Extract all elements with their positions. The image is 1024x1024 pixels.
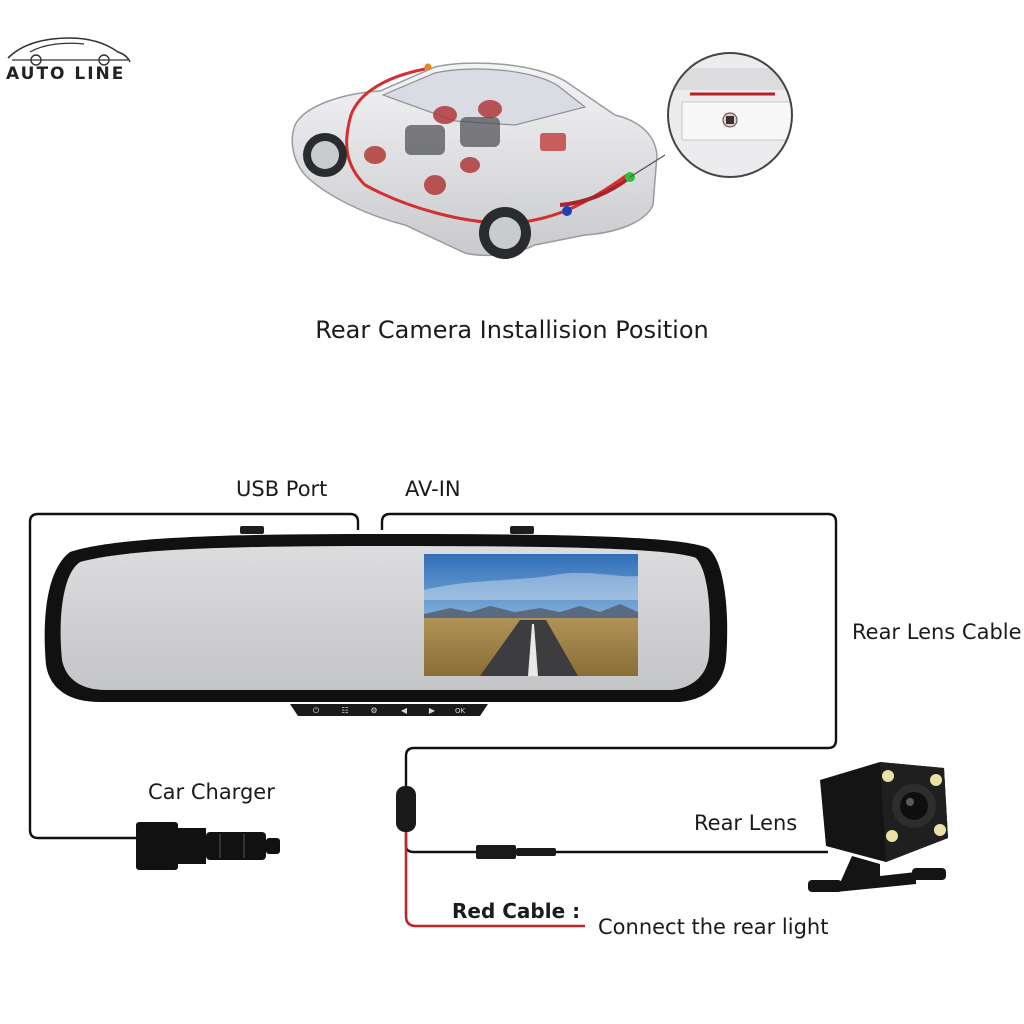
rear-lens-cable-label: Rear Lens Cable [852,620,1022,644]
rear-view-mirror [44,526,728,716]
fuse-holder [396,786,416,832]
car-cutaway-illustration [291,62,665,259]
red-cable-wire [404,830,585,928]
rear-lens-camera [808,762,948,892]
auto-line-logo [7,37,131,66]
zoom-detail-circle [667,52,793,178]
usb-port-label: USB Port [236,477,328,501]
mode-button-icon[interactable]: ☷ [341,706,348,715]
left-button-icon[interactable]: ◀ [401,706,408,715]
car-charger-label: Car Charger [148,780,275,804]
mirror-button-row: ⏻ ☷ ⚙ ◀ ▶ OK [313,706,466,715]
red-cable-label: Red Cable : [452,899,581,923]
power-button-icon[interactable]: ⏻ [313,706,320,715]
wire-paths [28,512,838,854]
right-button-icon[interactable]: ▶ [429,706,436,715]
rear-lens-connector [476,845,516,859]
car-charger [136,822,280,870]
av-in-label: AV-IN [405,477,461,501]
mirror-screen [424,554,638,676]
settings-button-icon[interactable]: ⚙ [370,706,377,715]
diagram-title: Rear Camera Installision Position [315,316,709,344]
logo-text: AUTO LINE [6,64,126,84]
connect-rear-light-label: Connect the rear light [598,915,829,939]
ok-button[interactable]: OK [455,707,466,715]
rear-lens-label: Rear Lens [694,811,798,835]
